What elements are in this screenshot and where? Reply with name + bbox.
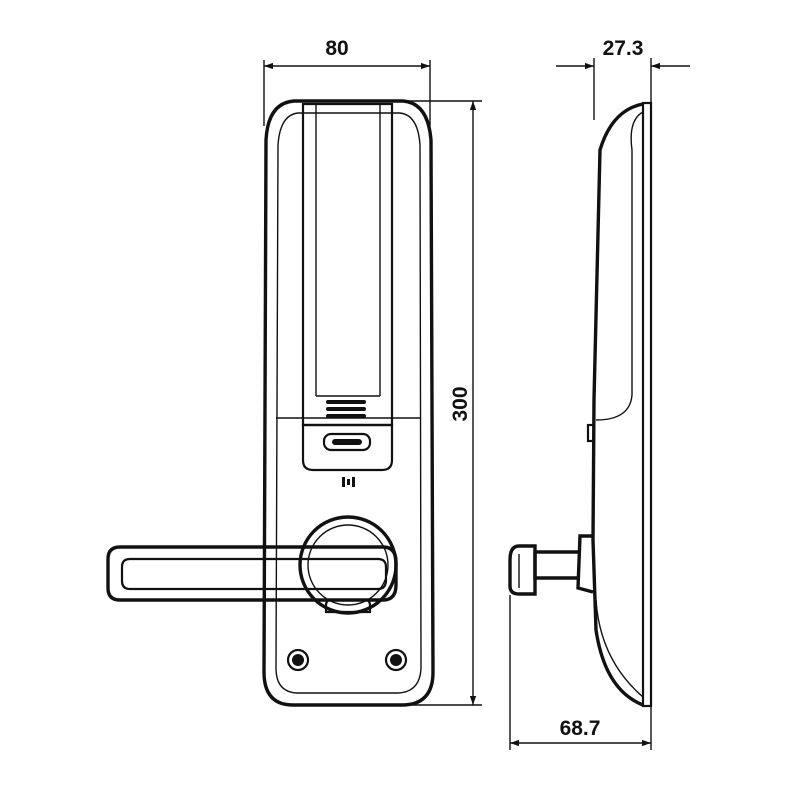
front-plate-inner <box>275 112 422 694</box>
side-body-lower <box>595 599 644 698</box>
fingerprint-housing <box>301 423 394 472</box>
dimension-front-width: 80 <box>263 37 431 126</box>
front-width-label: 80 <box>325 37 348 60</box>
front-view <box>106 99 435 707</box>
side-handle-depth-label: 68.7 <box>560 717 601 740</box>
dimension-front-height: 300 <box>405 100 482 706</box>
side-body-outline <box>591 102 644 707</box>
side-handle-stem <box>533 550 580 580</box>
side-view <box>508 101 653 708</box>
side-depth-label: 27.3 <box>603 37 644 60</box>
fingerprint-sensor-icon <box>322 432 372 452</box>
lever-handle-inner <box>120 557 388 591</box>
screw-icon-right <box>384 648 408 672</box>
screw-icon-left <box>286 648 310 672</box>
dimension-side-handle-depth: 68.7 <box>509 595 652 750</box>
side-button <box>586 423 596 443</box>
lever-handle <box>106 545 398 602</box>
indicator-icon <box>342 477 355 487</box>
side-handle-end <box>508 544 537 596</box>
side-back-plate <box>641 101 653 708</box>
side-handle-neck <box>576 534 594 594</box>
speaker-vent-icon <box>326 400 366 418</box>
dimension-side-depth: 27.3 <box>556 37 690 120</box>
front-plate-outline <box>262 99 435 707</box>
front-height-label: 300 <box>449 386 472 421</box>
side-body-inner <box>595 111 644 421</box>
